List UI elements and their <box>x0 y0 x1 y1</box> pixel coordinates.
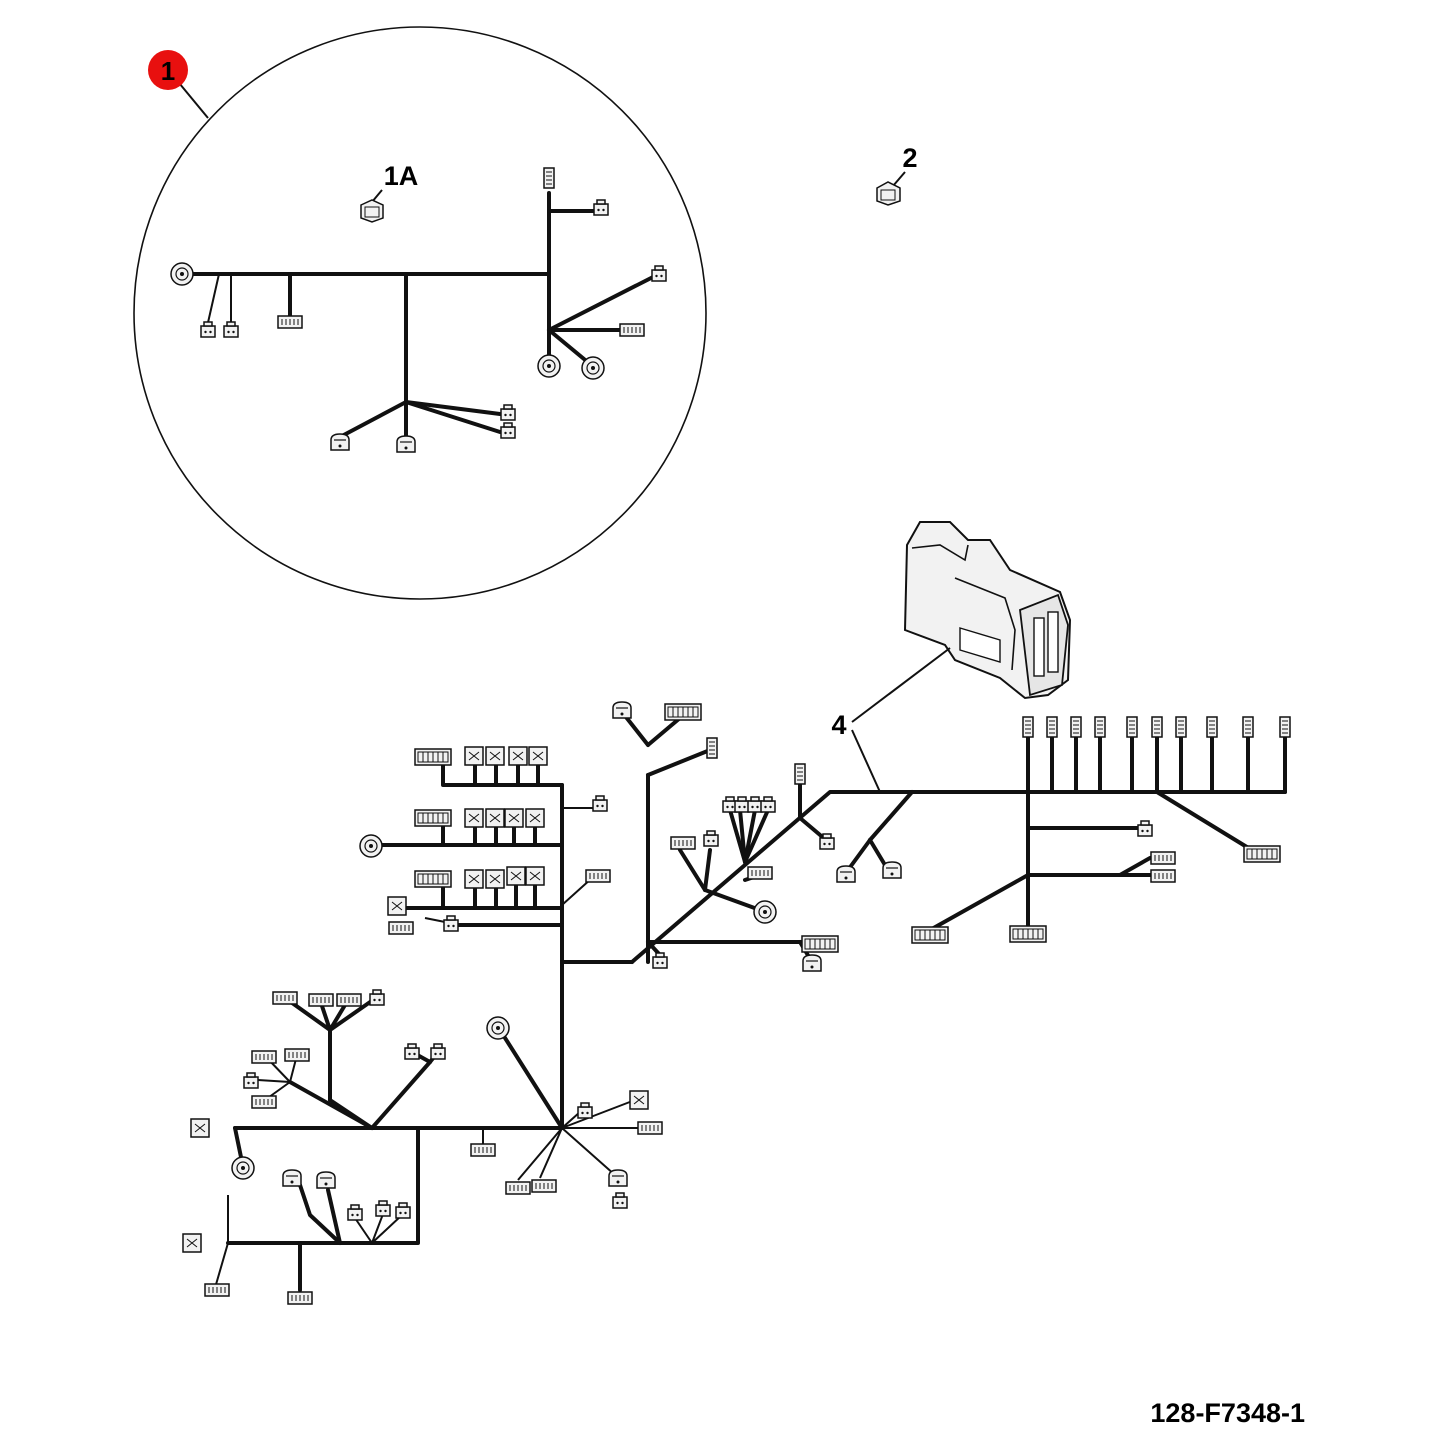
callout-2-label: 2 <box>902 143 917 173</box>
part-1a-icon <box>360 189 384 223</box>
part-2-icon <box>876 171 906 206</box>
callout-4-label: 4 <box>831 710 846 740</box>
callout-1a-label: 1A <box>384 161 419 191</box>
main-harness-4 <box>182 701 1291 1305</box>
part-4-connector-icon <box>851 521 1072 793</box>
sub-harness-1 <box>170 167 667 453</box>
callout-badge-1 <box>148 50 188 90</box>
detail-circle-item-1 <box>133 26 707 600</box>
callout-1-label: 1 <box>161 56 175 86</box>
drawing-number: 128-F7348-1 <box>1150 1398 1305 1428</box>
